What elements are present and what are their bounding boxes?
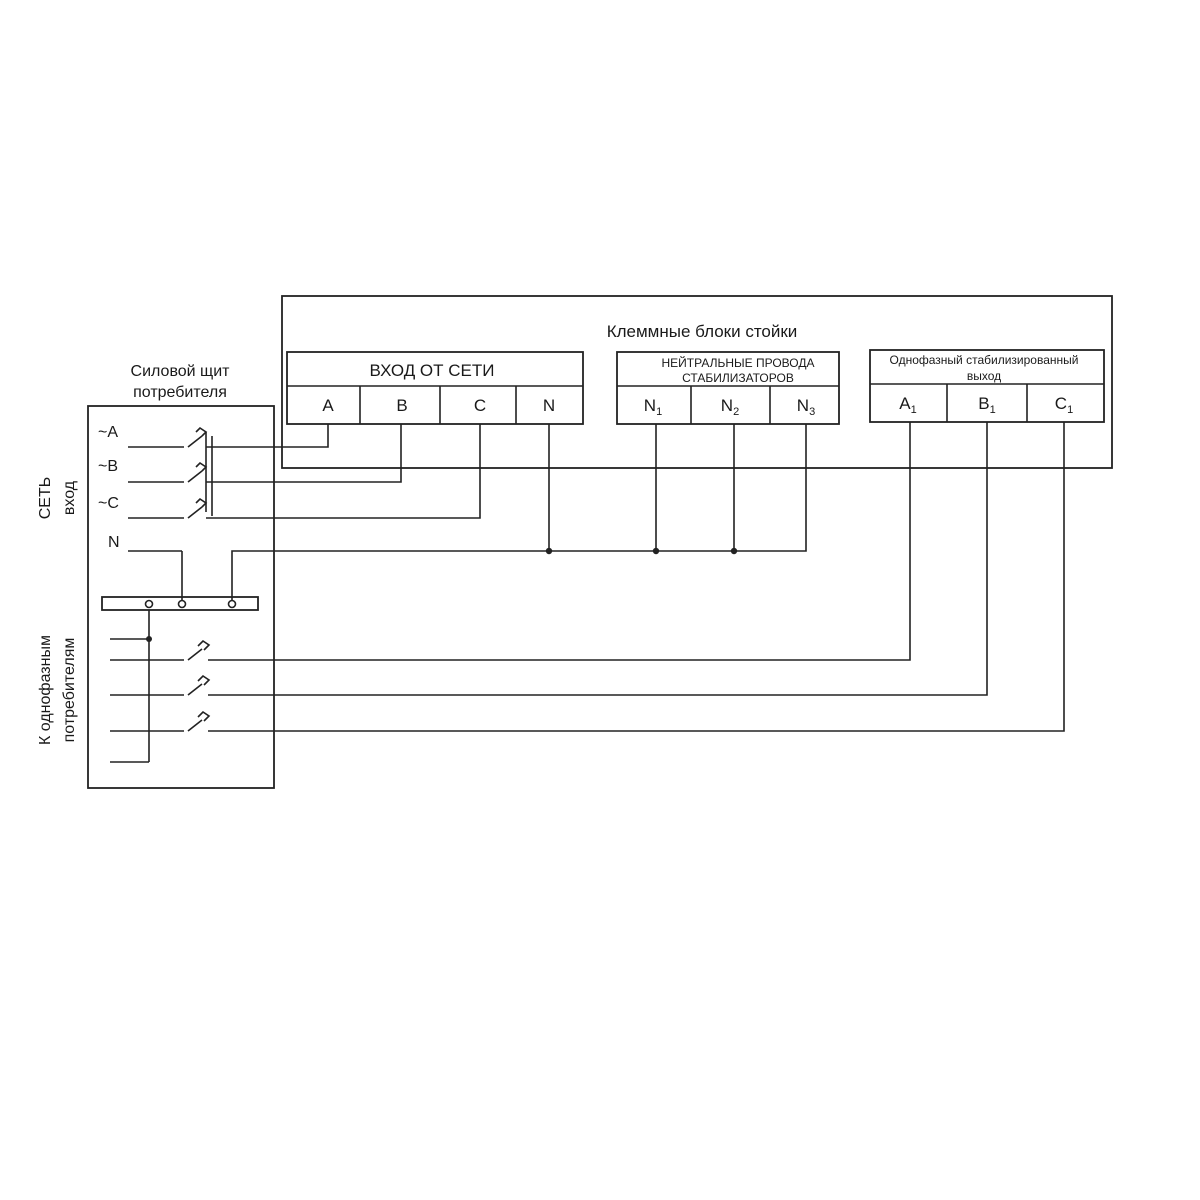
- input-label-n: N: [108, 534, 120, 551]
- consumers-label-line2: потребителям: [61, 638, 78, 743]
- terminal-a1: A1: [899, 394, 916, 416]
- terminal-b1: B1: [978, 394, 995, 416]
- terminal-c1: C1: [1055, 394, 1073, 416]
- input-label-a: ~A: [98, 424, 118, 441]
- terminal-n2: N2: [721, 396, 739, 418]
- output-breakers: [110, 639, 272, 732]
- consumers-label-line1: К однофазным: [37, 635, 54, 745]
- input-terminal-block: ВХОД ОТ СЕТИ A B C N: [286, 351, 584, 425]
- rack-title: Клеммные блоки стойки: [607, 322, 798, 341]
- junction-dot: [730, 547, 738, 555]
- terminal-c: C: [474, 396, 486, 415]
- input-label-b: ~B: [98, 458, 118, 475]
- terminal-a: A: [322, 396, 334, 415]
- panel-title-line1: Силовой щит: [131, 363, 231, 380]
- rack-enclosure: [281, 295, 1113, 469]
- phase-wires: [272, 424, 481, 519]
- neutral-busbar: [101, 596, 259, 763]
- input-label-c: ~C: [98, 495, 119, 512]
- output-terminal-block: Однофазный стабилизированный выход A1 B1…: [869, 349, 1105, 423]
- output-block-header-line2: выход: [967, 369, 1001, 383]
- terminal-n3: N3: [797, 396, 815, 418]
- network-label-line2: вход: [61, 480, 78, 515]
- panel-title-line2: потребителя: [133, 384, 227, 401]
- terminal-b: B: [396, 396, 407, 415]
- neutral-block-header-line1: НЕЙТРАЛЬНЫЕ ПРОВОДА: [662, 355, 815, 370]
- output-block-header-line1: Однофазный стабилизированный: [890, 353, 1079, 367]
- junction-dot: [652, 547, 660, 555]
- power-panel-enclosure: [87, 405, 275, 789]
- input-block-header: ВХОД ОТ СЕТИ: [369, 361, 494, 380]
- terminal-n1: N1: [644, 396, 662, 418]
- junction-dot: [545, 547, 553, 555]
- input-breaker: [128, 426, 272, 519]
- neutral-terminal-block: НЕЙТРАЛЬНЫЕ ПРОВОДА СТАБИЛИЗАТОРОВ N1 N2…: [616, 351, 840, 425]
- network-label-line1: СЕТЬ: [37, 477, 54, 520]
- neutral-block-header-line2: СТАБИЛИЗАТОРОВ: [682, 371, 794, 385]
- terminal-n: N: [543, 396, 555, 415]
- output-wires: [272, 422, 1065, 732]
- neutral-wiring: [128, 424, 807, 604]
